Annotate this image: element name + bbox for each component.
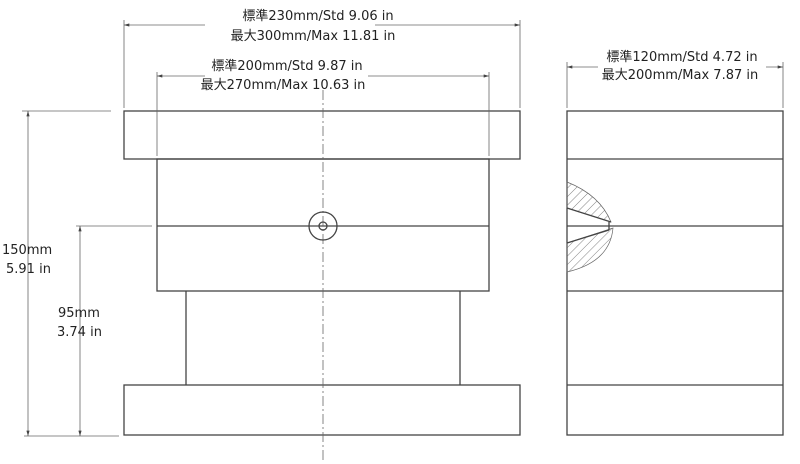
nozzle-section-upper: [566, 181, 612, 223]
lower-height-mm: 95mm: [58, 306, 100, 321]
inner-width-std: 標準200mm/Std 9.87 in: [211, 58, 362, 74]
overall-width-dimension: 標準230mm/Std 9.06 in 最大300mm/Max 11.81 in: [123, 8, 521, 108]
side-view: [566, 110, 784, 436]
nozzle-section-lower: [566, 227, 614, 273]
bottom-plate: [123, 384, 521, 436]
overall-height-in: 5.91 in: [6, 262, 51, 277]
overall-width-std: 標準230mm/Std 9.06 in: [242, 8, 393, 24]
overall-height-dimension: 150mm 5.91 in: [2, 110, 119, 437]
lower-height-in: 3.74 in: [57, 325, 102, 340]
depth-std: 標準120mm/Std 4.72 in: [606, 49, 757, 65]
side-body: [566, 110, 784, 436]
lower-height-dimension: 95mm 3.74 in: [57, 225, 152, 436]
inner-width-max: 最大270mm/Max 10.63 in: [201, 78, 366, 93]
overall-width-max: 最大300mm/Max 11.81 in: [231, 29, 396, 44]
sprue-hole: [318, 221, 328, 231]
top-plate: [123, 110, 521, 160]
front-view: [123, 90, 521, 462]
inner-width-dimension: 標準200mm/Std 9.87 in 最大270mm/Max 10.63 in: [156, 58, 490, 156]
overall-height-mm: 150mm: [2, 243, 52, 258]
sprue-bushing-outer: [308, 211, 338, 241]
depth-dimension: 標準120mm/Std 4.72 in 最大200mm/Max 7.87 in: [566, 49, 784, 108]
depth-max: 最大200mm/Max 7.87 in: [602, 68, 758, 83]
